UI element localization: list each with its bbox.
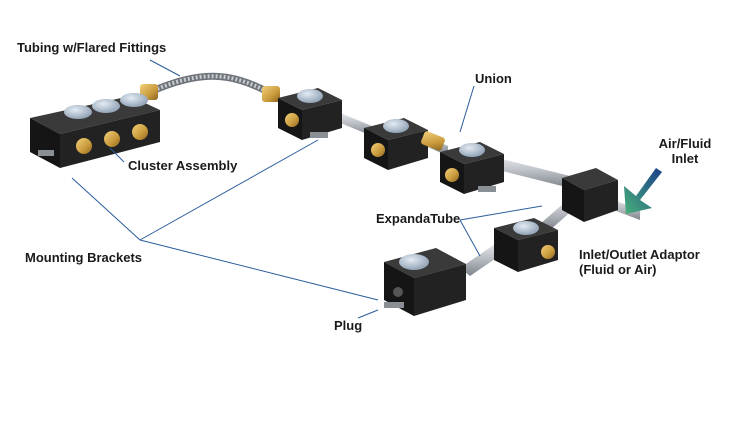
cluster-assembly [30,93,160,168]
flared-tubing [140,72,280,102]
label-adaptor-line2: (Fluid or Air) [579,262,657,277]
valve-block-5 [384,248,466,316]
leader-tubing [149,59,181,77]
label-tubing: Tubing w/Flared Fittings [17,40,167,55]
leader-cluster [109,147,125,163]
leader-expandatube-2 [459,219,481,257]
valve-block-4 [494,218,558,272]
mounting-bracket [384,302,404,308]
valve-block-1 [278,88,342,140]
leader-expandatube-1 [459,205,543,221]
label-expandatube: ExpandaTube [376,211,461,226]
label-adaptor: Inlet/Outlet Adaptor (Fluid or Air) [579,247,700,277]
plug [393,287,403,297]
leader-mounting-1 [71,177,141,241]
inlet-arrow [624,168,662,214]
label-air-fluid-line1: Air/Fluid [658,136,712,151]
leader-union [459,85,475,133]
label-air-fluid-line2: Inlet [671,151,699,166]
label-plug: Plug [334,318,363,333]
leader-mounting-2 [139,139,319,241]
valve-block-2 [364,118,428,170]
label-union: Union [475,71,512,86]
valve-block-3 [440,142,504,194]
label-mounting-brackets: Mounting Brackets [25,250,143,265]
flared-fitting-right [262,86,280,102]
leader-mounting-3 [139,239,379,301]
union-fitting [421,131,445,151]
inlet-outlet-adaptor [562,168,618,222]
mounting-bracket [310,132,328,138]
leader-lines [71,59,543,319]
mounting-bracket [478,186,496,192]
mounting-bracket [38,150,54,156]
leader-plug [357,309,379,319]
label-adaptor-line1: Inlet/Outlet Adaptor [579,247,700,262]
label-air-fluid-inlet: Air/Fluid Inlet [655,136,715,166]
label-cluster: Cluster Assembly [128,158,238,173]
